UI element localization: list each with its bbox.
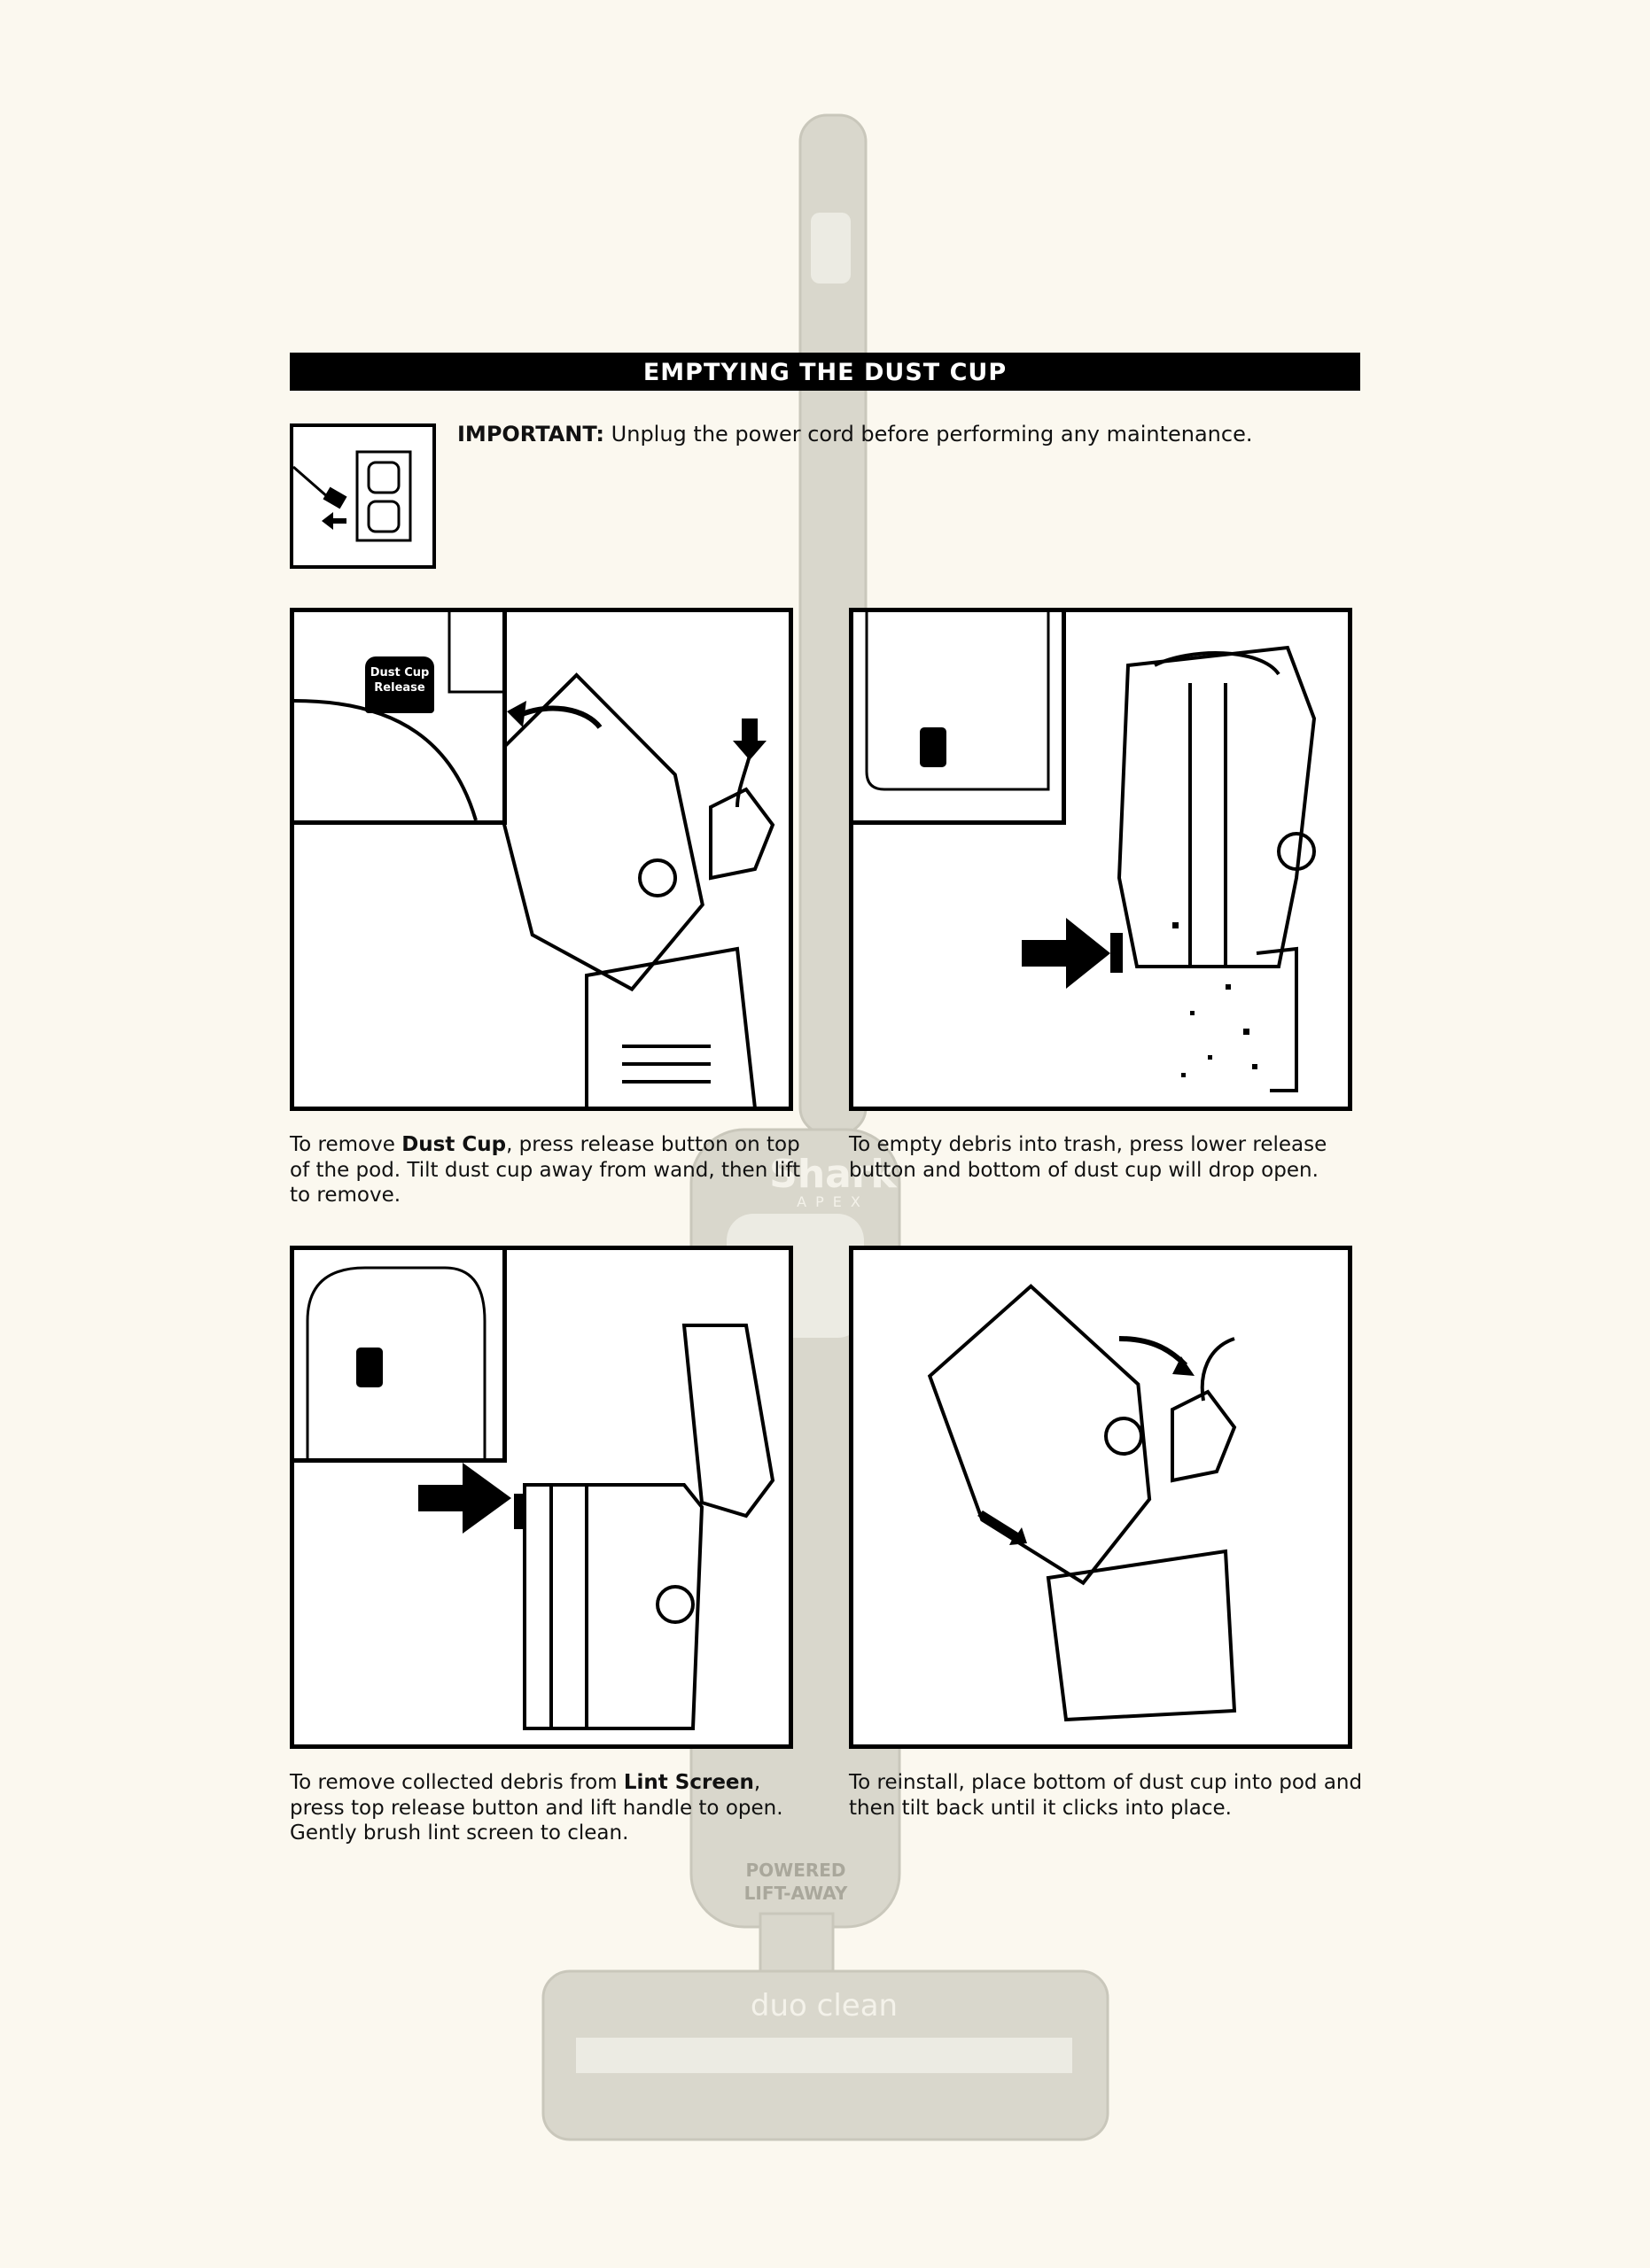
- step-1-caption: To remove Dust Cup, press release button…: [290, 1133, 801, 1207]
- lower-release-inset: [853, 612, 1066, 825]
- unplug-outlet-icon: [290, 423, 436, 569]
- important-label: IMPORTANT:: [457, 422, 605, 447]
- important-text: Unplug the power cord before performing …: [604, 422, 1253, 447]
- section-title: EMPTYING THE DUST CUP: [290, 353, 1360, 391]
- lint-screen-drawing: [418, 1324, 775, 1730]
- svg-text:LIFT-AWAY: LIFT-AWAY: [744, 1883, 848, 1904]
- step-3-caption: To remove collected debris from Lint Scr…: [290, 1771, 783, 1845]
- step-2-caption: To empty debris into trash, press lower …: [849, 1133, 1327, 1182]
- dust-cup-reinstall-drawing: [927, 1284, 1237, 1722]
- important-notice: IMPORTANT: Unplug the power cord before …: [457, 420, 1252, 448]
- lint-release-inset: [294, 1250, 507, 1463]
- svg-text:Shark: Shark: [769, 1152, 898, 1197]
- step-2-illustration: [849, 608, 1352, 1111]
- release-button-inset: Dust Cup Release: [294, 612, 507, 825]
- svg-text:POWERED: POWERED: [745, 1860, 845, 1881]
- svg-text:APEX: APEX: [797, 1193, 869, 1210]
- step-4-caption: To reinstall, place bottom of dust cup i…: [849, 1771, 1363, 1820]
- dust-cup-tilt-drawing: [486, 672, 775, 1107]
- step-3-illustration: [290, 1246, 793, 1749]
- dust-cup-release-label: Dust Cup Release: [365, 656, 434, 713]
- step-4-illustration: [849, 1246, 1352, 1749]
- step-1-illustration: Dust Cup Release: [290, 608, 793, 1111]
- dust-cup-empty-drawing: [1022, 645, 1317, 1092]
- svg-text:duo clean: duo clean: [751, 1988, 898, 2023]
